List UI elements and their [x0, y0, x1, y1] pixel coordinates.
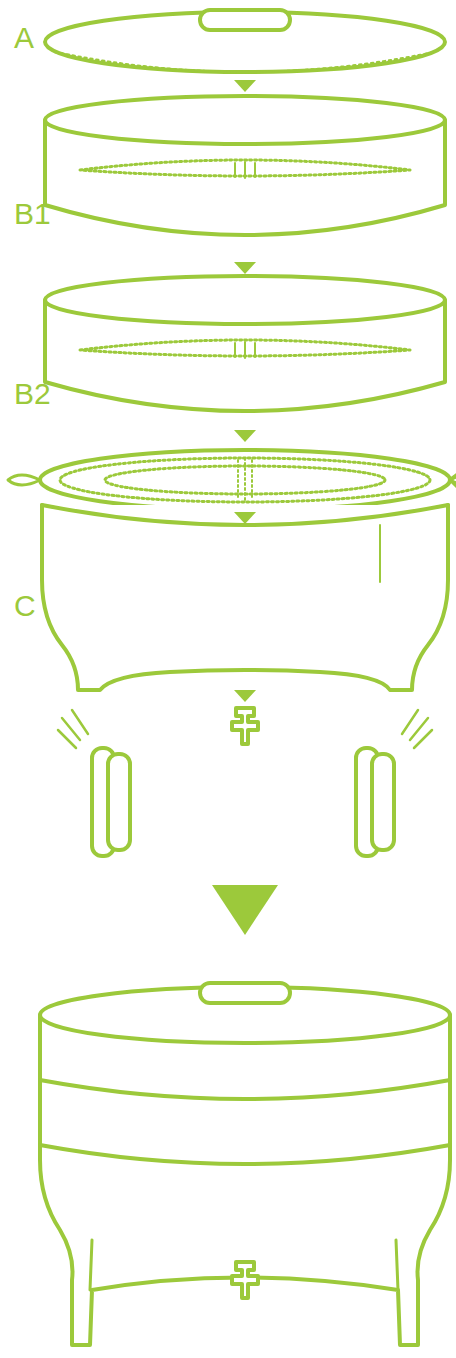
legs: [58, 710, 432, 856]
part-label: B1: [14, 198, 51, 230]
tray: [45, 96, 445, 235]
sieve: [8, 450, 456, 510]
part-label: A: [14, 22, 34, 54]
arrow-down: [234, 80, 256, 92]
assembled-composter: [40, 983, 450, 1345]
tap: [232, 708, 258, 744]
arrow-down: [234, 690, 256, 702]
tray: [45, 276, 445, 411]
assembly-arrow: [212, 885, 278, 935]
lid: [45, 10, 445, 72]
part-label: C: [14, 590, 36, 622]
base: [42, 505, 448, 690]
arrow-down: [234, 512, 256, 524]
arrow-down: [234, 262, 256, 274]
arrow-down: [234, 430, 256, 442]
part-label: B2: [14, 378, 51, 410]
